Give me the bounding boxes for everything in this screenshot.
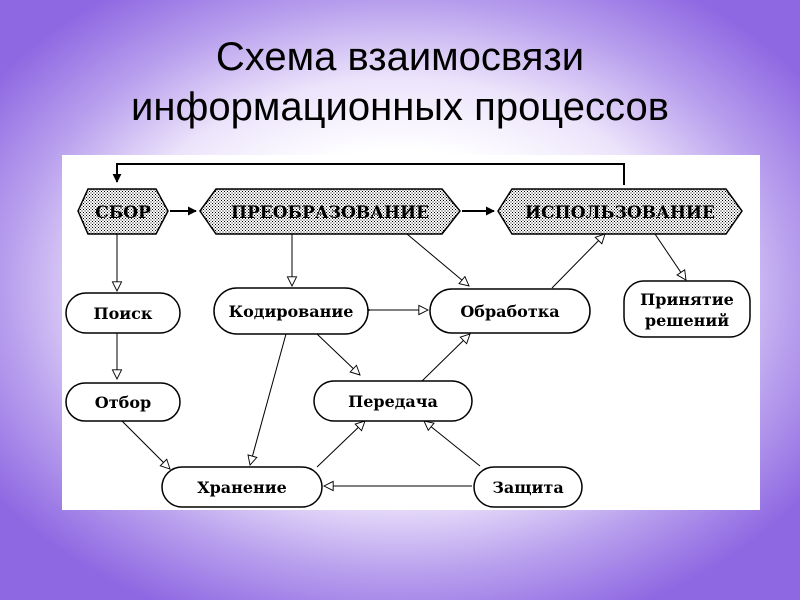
node-protection-label: Защита (492, 478, 563, 497)
arrow-transform-processing (406, 233, 469, 286)
node-processing: Обработка (429, 288, 591, 334)
node-coding-label: Кодирование (229, 302, 354, 321)
arrow-coding-storage (250, 333, 287, 465)
arrow-transfer-processing (421, 334, 470, 382)
stage-transform-label: ПРЕОБРАЗОВАНИЕ (231, 203, 429, 223)
stage-use-label: ИСПОЛЬЗОВАНИЕ (525, 203, 715, 223)
arrow-protection-transfer (424, 421, 481, 467)
node-select: Отбор (65, 382, 181, 422)
arrow-processing-use (551, 234, 605, 289)
node-processing-label: Обработка (460, 302, 559, 321)
diagram-panel: СБОР ПРЕОБРАЗОВАНИЕ ИСПОЛЬЗОВАНИЕ Поиск … (62, 155, 760, 510)
node-decision: Принятие решений (623, 280, 751, 338)
arrow-select-storage (121, 420, 170, 469)
node-storage: Хранение (161, 466, 323, 508)
stage-use: ИСПОЛЬЗОВАНИЕ (497, 188, 743, 235)
arrow-use-decision (654, 233, 686, 280)
arrow-coding-transfer (316, 333, 360, 375)
stage-transform: ПРЕОБРАЗОВАНИЕ (199, 188, 461, 235)
node-decision-label-line1: Принятие (640, 290, 734, 309)
node-transfer: Передача (313, 380, 473, 422)
node-decision-label-line2: решений (645, 311, 729, 330)
slide-title-line1: Схема взаимосвязи (215, 35, 585, 79)
slide-title-line2: информационных процессов (131, 85, 669, 129)
feedback-arrow (112, 163, 625, 185)
node-search: Поиск (65, 292, 181, 334)
stage-collect-label: СБОР (95, 203, 151, 223)
node-storage-label: Хранение (197, 478, 287, 497)
node-transfer-label: Передача (348, 392, 438, 411)
node-select-label: Отбор (95, 393, 151, 412)
node-coding: Кодирование (213, 287, 369, 335)
node-search-label: Поиск (94, 304, 153, 323)
stage-collect: СБОР (77, 188, 169, 235)
arrow-storage-transfer (316, 421, 365, 468)
process-diagram: СБОР ПРЕОБРАЗОВАНИЕ ИСПОЛЬЗОВАНИЕ Поиск … (65, 163, 751, 508)
node-protection: Защита (473, 466, 583, 508)
